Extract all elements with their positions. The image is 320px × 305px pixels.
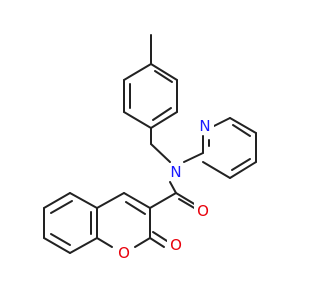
bond-carbonyl-c3 [149,192,177,209]
bond-benzo-double-1 [50,200,73,214]
bond-carbonyl-o-2 [178,198,197,210]
bond-tolyl-double-2 [152,107,172,121]
molecule-canvas: N N O O O [43,34,257,262]
bond-pyr-c4-c3 [229,161,257,179]
bond-pyr-double-1 [232,124,251,137]
bond-carbonyl-o-1 [175,192,197,206]
atom-amide-n: N [170,163,181,181]
bond-n-carbonyl [169,181,177,194]
bond-pyr-n-c6 [213,117,231,127]
bond-tolyl-1 [150,63,178,81]
bond-layer [43,34,257,254]
bond-n-pyridyl [183,152,204,163]
bond-tolyl-4 [123,111,152,129]
bond-tolyl-6 [123,63,152,81]
bond-o1-c8a [96,237,113,248]
bond-c2-o1 [134,237,151,248]
bond-pyr-double-2 [231,158,251,171]
atom-label-layer: N N O O O [114,117,214,262]
bond-tolyl-double-1 [154,70,173,83]
bond-lactone-o-2 [152,231,168,242]
bond-tolyl-3 [150,111,178,129]
bond-lactone-o-1 [149,237,165,248]
bond-benzo-1 [69,192,98,209]
bond-benzo-4 [43,237,71,254]
bond-pyr-c3-c2 [202,161,231,179]
bond-benzo-5 [69,237,98,254]
atom-pyridine-n: N [199,117,210,135]
bond-ch2-n [150,143,171,163]
bond-c4a-c4 [96,192,125,209]
atom-ring-o: O [118,244,130,262]
bond-c3-c4-double [123,192,151,209]
atom-lactone-o: O [170,236,182,254]
structure-diagram: N N O O O [43,34,257,262]
bond-c3-c4-inner [125,201,146,215]
bond-pyr-c6-c5 [229,117,257,134]
bond-benzo-double-2 [50,233,71,246]
atom-carbonyl-o: O [197,202,209,220]
bond-benzo-2 [43,192,71,209]
